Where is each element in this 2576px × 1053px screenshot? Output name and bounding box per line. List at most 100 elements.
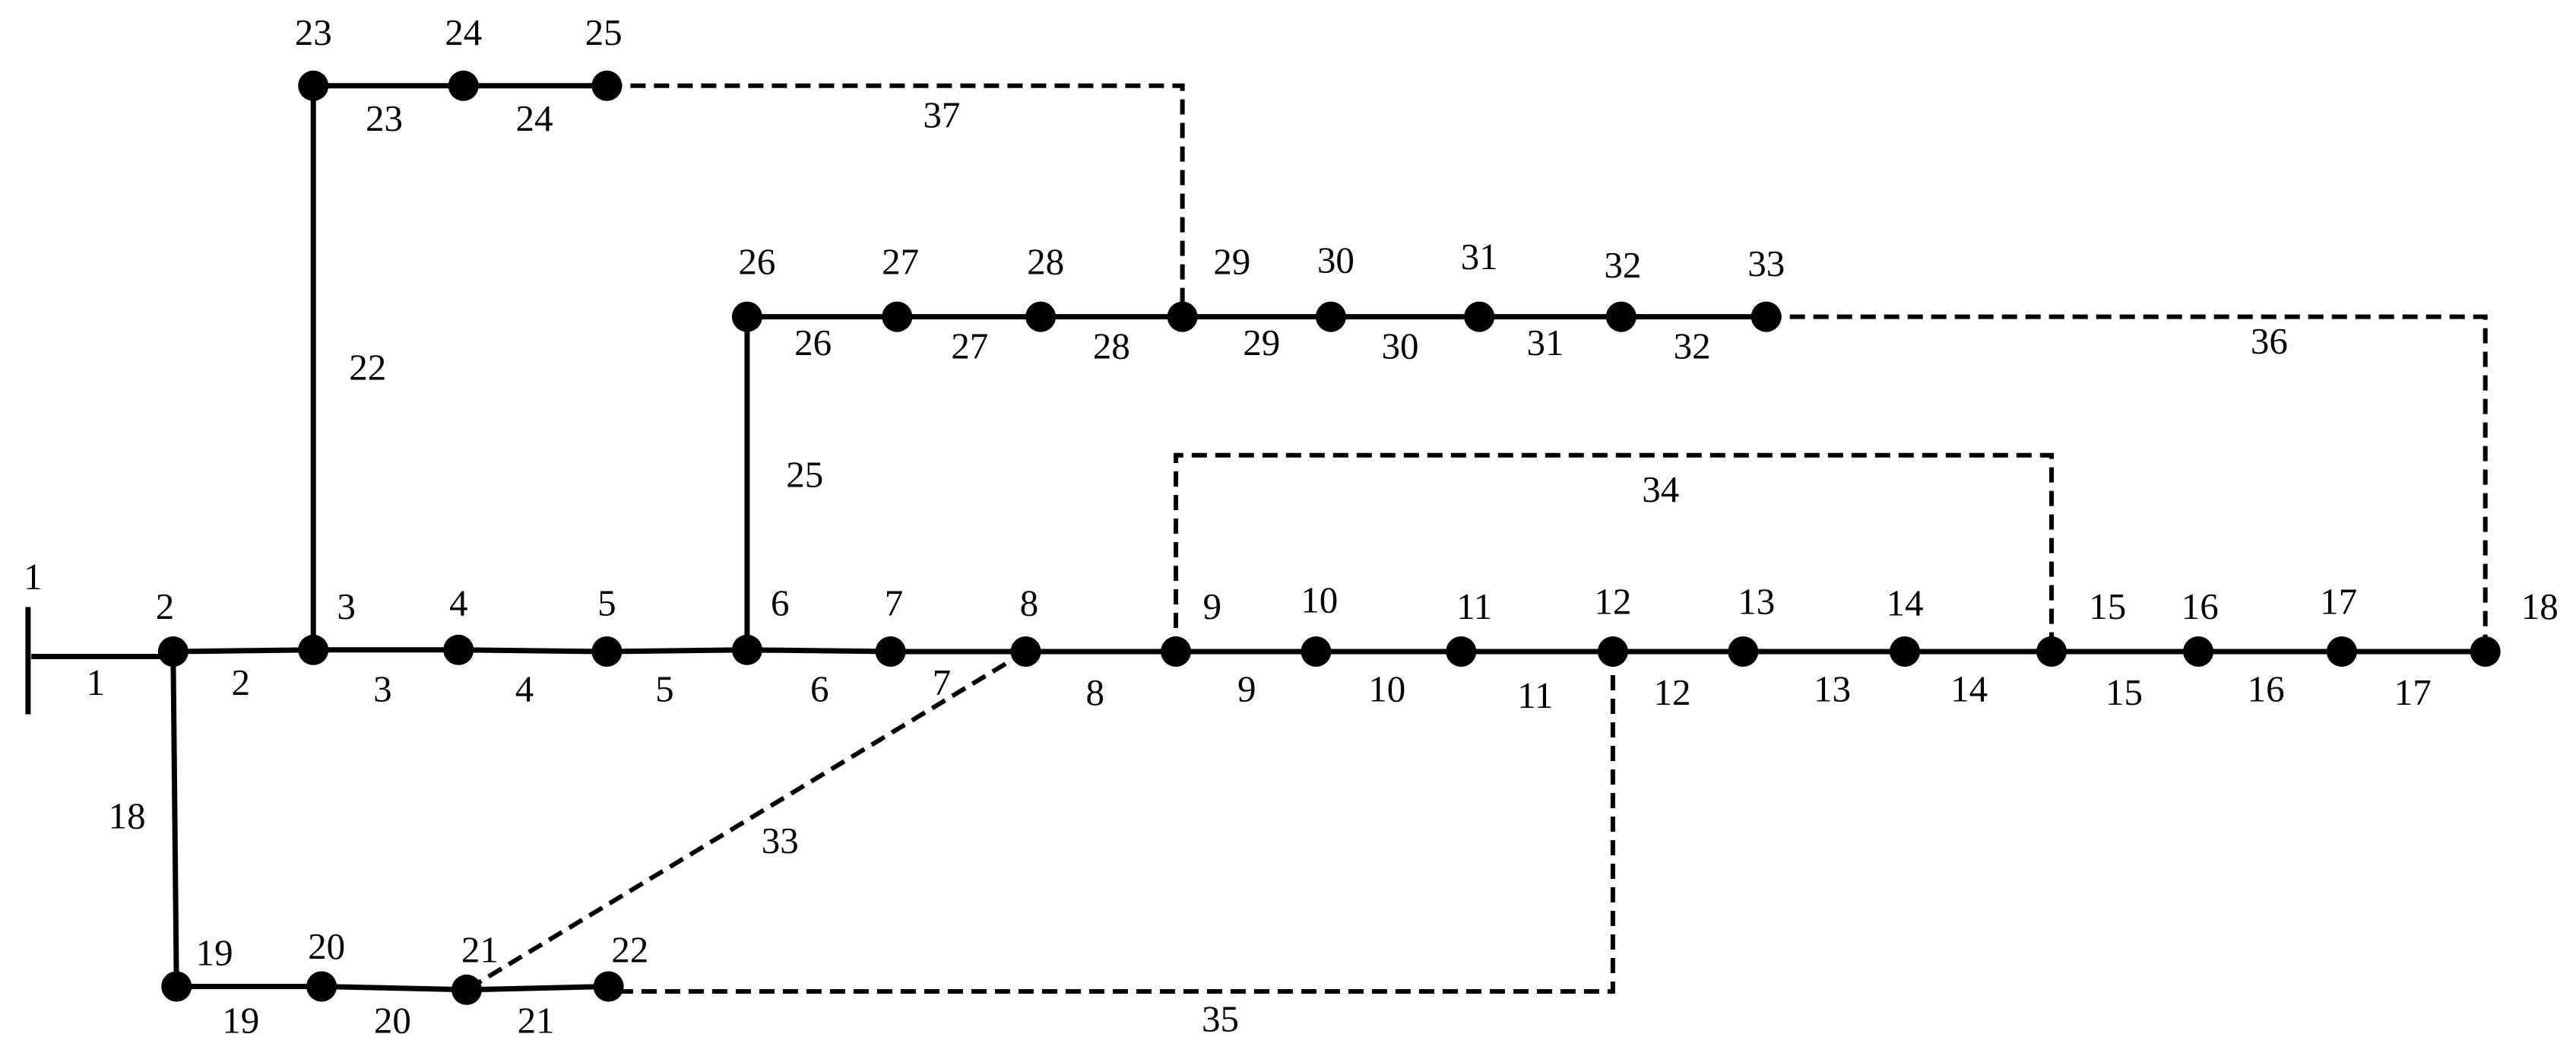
bus-label-17: 17 [2320,581,2357,623]
bus-label-7: 7 [885,582,904,624]
branch-label-28: 28 [1093,325,1130,366]
bus-node-5 [591,636,623,667]
branch-label-5: 5 [655,668,674,710]
bus-node-21 [452,974,482,1005]
bus-label-29: 29 [1213,241,1250,283]
source-label: 1 [24,556,43,598]
bus-node-7 [875,636,906,667]
bus-node-17 [2326,636,2357,667]
bus-nodes [157,70,2501,1005]
bus-node-24 [448,70,479,101]
branch-20 [322,984,467,993]
bus-label-13: 13 [1738,581,1775,623]
branch-label-6: 6 [810,668,829,710]
branch-label-37: 37 [923,94,960,135]
branch-label-22: 22 [349,346,386,388]
branch-label-35: 35 [1202,997,1239,1039]
bus-label-21: 21 [461,928,499,970]
tie-switch-33 [465,649,1028,992]
branch-18 [170,651,179,987]
bus-node-16 [2183,636,2214,667]
branch-2 [173,647,314,655]
branch-label-17: 17 [2394,671,2432,713]
bus-label-16: 16 [2182,585,2219,627]
tie-switch-37 [607,83,1185,317]
bus-label-12: 12 [1594,581,1631,623]
bus-label-3: 3 [337,585,356,627]
bus-label-18: 18 [2521,585,2559,627]
branch-label-7: 7 [933,661,952,703]
branch-label-33: 33 [762,820,799,861]
bus-node-26 [731,301,762,332]
bus-node-18 [2470,636,2501,667]
branch-label-26: 26 [794,322,832,363]
bus-label-31: 31 [1461,236,1498,278]
bus-node-28 [1025,301,1057,332]
branch-label-10: 10 [1368,668,1405,710]
branch-label-8: 8 [1085,671,1104,713]
bus-node-9 [1161,636,1191,667]
bus-label-2: 2 [156,585,175,627]
branch-label-19: 19 [222,1000,259,1042]
branch-label-29: 29 [1243,322,1280,363]
bus-node-3 [298,634,329,665]
bus-label-19: 19 [196,932,233,974]
bus-node-25 [591,70,623,101]
branch-label-11: 11 [1517,674,1553,716]
branch-label-27: 27 [951,325,988,366]
bus-label-14: 14 [1887,582,1924,624]
bus-node-13 [1728,636,1759,667]
bus-node-22 [593,971,624,1002]
tie-switch-lines [465,83,2488,994]
bus-label-32: 32 [1604,244,1641,286]
bus-label-5: 5 [597,582,616,624]
bus-node-4 [443,634,474,665]
bus-label-27: 27 [882,241,919,283]
bus-label-33: 33 [1747,243,1785,284]
bus-label-8: 8 [1020,582,1039,624]
branch-5 [607,647,747,655]
branch-label-1: 1 [87,661,106,703]
branch-label-20: 20 [374,1000,411,1042]
branch-label-16: 16 [2248,668,2285,710]
branch-label-31: 31 [1527,322,1564,363]
bus-node-32 [1605,301,1637,332]
bus-node-31 [1464,301,1495,332]
branch-label-18: 18 [109,795,146,837]
branch-label-24: 24 [516,97,553,139]
bus-label-25: 25 [585,11,623,53]
bus-label-26: 26 [738,241,775,283]
branch-label-25: 25 [786,453,823,495]
branch-label-4: 4 [515,668,534,710]
bus-node-14 [1890,636,1920,667]
bus-label-24: 24 [445,11,482,53]
branch-label-30: 30 [1382,325,1419,366]
bus-node-20 [306,971,337,1002]
bus-node-2 [157,636,189,667]
branch-label-3: 3 [373,668,392,710]
branch-label-2: 2 [232,661,251,703]
bus-label-10: 10 [1301,579,1338,620]
bus-label-11: 11 [1456,585,1492,627]
bus-label-20: 20 [308,925,345,967]
bus-node-29 [1167,301,1198,332]
tie-switch-36 [1766,314,2488,652]
bus-label-28: 28 [1027,241,1064,283]
branch-6 [746,647,891,655]
bus-node-27 [882,301,913,332]
bus-node-33 [1751,301,1782,332]
bus-node-30 [1315,301,1346,332]
bus-node-15 [2036,636,2067,667]
branch-label-36: 36 [2251,320,2288,362]
branch-label-14: 14 [1950,668,1988,710]
bus-label-30: 30 [1317,239,1355,281]
bus-node-11 [1446,636,1477,667]
branch-label-13: 13 [1814,668,1851,710]
branch-21 [466,984,609,993]
bus-node-12 [1597,636,1628,667]
bus-label-9: 9 [1202,585,1221,627]
branch-label-21: 21 [518,1000,555,1042]
bus-label-22: 22 [611,928,648,970]
